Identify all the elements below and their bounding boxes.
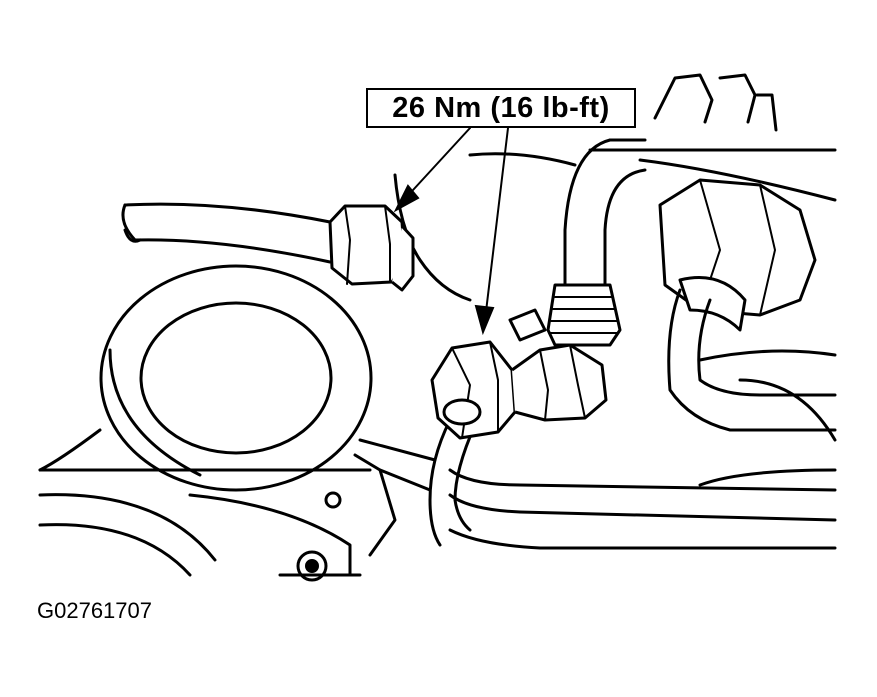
callout-leaders [393,127,509,336]
engine-housing [393,73,837,442]
lower-housing [38,438,437,582]
figure-id-label: G02761707 [37,598,152,623]
threaded-coupling [508,283,622,347]
left-fuel-tube [121,202,332,264]
vertical-fuel-tube [563,138,647,287]
right-tube-nut [658,178,837,432]
ring-bracket [38,264,373,492]
upper-tube-nut [328,204,415,292]
lower-pipes [448,468,837,550]
center-tube-nut [430,340,608,440]
torque-callout: 26 Nm (16 lb-ft) [366,88,636,128]
center-fuel-tube [428,418,477,547]
